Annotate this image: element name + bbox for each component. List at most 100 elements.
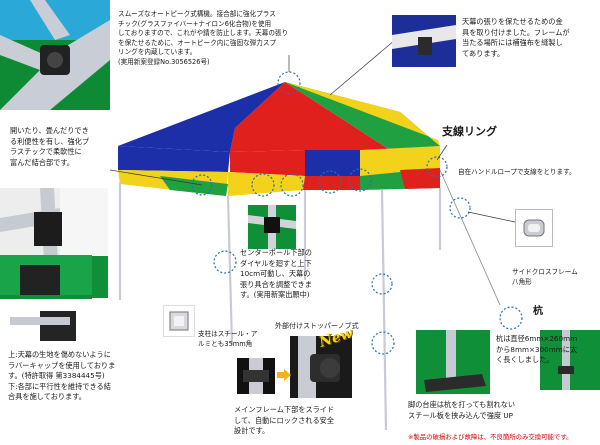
photo-bracket-image bbox=[392, 15, 456, 67]
desc-stake-line: く長くしました。 bbox=[496, 355, 554, 364]
desc-side-cross-line: サイドクロスフレーム bbox=[512, 268, 578, 276]
desc-cap-line: 下:各部に平行性を維持できる結 bbox=[8, 381, 111, 391]
callout-circle-ring bbox=[426, 156, 448, 178]
desc-frame-line: 支柱はスチール・ア bbox=[198, 330, 258, 338]
desc-cap-line: 上:天幕の生地を傷めないように bbox=[8, 350, 111, 359]
callout-circle-stopper bbox=[371, 273, 393, 295]
desc-cap-line: ラバーキャップを使用しておりま bbox=[8, 360, 116, 370]
photo-stopper-before-image bbox=[237, 358, 275, 394]
desc-bracket-line: てあります。 bbox=[462, 48, 505, 58]
desc-center-pole-line: す。(実用新案出願中) bbox=[240, 290, 310, 299]
desc-leg-line: スチール板を挟み込んで強度 UP bbox=[408, 410, 513, 420]
desc-joint-line: 開いたり、畳んだりでき bbox=[10, 126, 89, 135]
callout-circle-stake bbox=[499, 306, 523, 330]
photo-side-cross-frame bbox=[515, 209, 553, 247]
photo-frame-section-image bbox=[164, 306, 194, 336]
callout-lines bbox=[109, 39, 516, 223]
callout-line-left-joint bbox=[109, 169, 203, 186]
callout-circles bbox=[191, 71, 523, 355]
desc-cap-line: 合具を施しております。 bbox=[8, 392, 86, 401]
desc-stopper-line: メインフレーム下部をスライド bbox=[234, 405, 335, 414]
canopy-panel-red bbox=[230, 82, 390, 152]
photo-cap bbox=[0, 255, 92, 347]
desc-autopeak-line: チック(グラスファイバー+ナイロン6化合物)を使用 bbox=[118, 19, 272, 28]
desc-center-pole: センターポール下部の ダイヤルを廻すと上下 10cm可動し、天幕の 張り具合を調… bbox=[240, 248, 350, 301]
valance-yellow-right bbox=[360, 146, 440, 176]
valance-red-right bbox=[303, 176, 360, 190]
callout-line-bracket bbox=[329, 39, 396, 96]
desc-stopper: メインフレーム下部をスライド して、自動にロックされる安全 設計です。 bbox=[234, 405, 374, 437]
canopy-panel-blue-left bbox=[118, 82, 285, 152]
desc-bracket: 天幕の張りを保たせるための金 具を取り付けました。フレームが 当たる場所には補強… bbox=[462, 17, 598, 59]
label-stopper: 外部付けストッパーノブ式 bbox=[275, 322, 359, 330]
desc-center-pole-line: ダイヤルを廻すと上下 bbox=[240, 258, 312, 268]
callout-circle-joint-left bbox=[191, 174, 213, 196]
desc-stopper-line: して、自動にロックされる安全 bbox=[234, 415, 335, 425]
desc-autopeak-line: しておりますので、これがや錆を防止します。天幕の張り bbox=[118, 29, 289, 38]
desc-bracket-line: 具を取り付けました。フレームが bbox=[462, 27, 570, 37]
desc-hand-rope: 自在ハンドルロープで支線をとります。 bbox=[458, 168, 576, 176]
desc-joint-line: ラスチックで柔軟性に bbox=[10, 147, 82, 156]
desc-autopeak-line: スムーズなオートピーク式構機。接合部に強化プラス bbox=[118, 10, 276, 18]
desc-autopeak-line: リングを内蔵しています。 bbox=[118, 48, 197, 57]
desc-bracket-line: 天幕の張りを保たせるための金 bbox=[462, 17, 563, 26]
valance-blue bbox=[118, 146, 230, 172]
desc-cap: 上:天幕の生地を傷めないように ラバーキャップを使用しておりま す。(特許取得 … bbox=[8, 350, 188, 403]
photo-stopper-after-image bbox=[290, 336, 352, 398]
pole-front-right bbox=[380, 189, 388, 431]
photo-autopeak bbox=[0, 0, 110, 110]
desc-bracket-line: 当たる場所には補強布を縫製し bbox=[462, 38, 563, 47]
photo-autopeak-image bbox=[0, 0, 110, 110]
label-support-ring: 支線リング bbox=[442, 125, 497, 138]
callout-circle-leg bbox=[371, 331, 395, 355]
callout-circle-joint-mid3 bbox=[318, 170, 342, 194]
callout-circle-pole-dial bbox=[213, 250, 237, 274]
tent-poles bbox=[118, 182, 442, 431]
pole-front-left bbox=[226, 195, 234, 346]
photo-center-joint bbox=[248, 205, 296, 249]
photo-stopper-after bbox=[290, 336, 352, 398]
photo-leg-base bbox=[416, 330, 490, 394]
desc-stake-line: 杭は直径6mm×260mm bbox=[496, 334, 578, 343]
arrow-right-icon bbox=[277, 369, 291, 381]
callout-line-cross bbox=[467, 211, 516, 223]
desc-joint-line: る利便性を有し、強化プ bbox=[10, 136, 90, 146]
desc-frame-line: ルミとも35mm角 bbox=[198, 339, 253, 348]
valance-red-far-right bbox=[400, 168, 440, 189]
desc-center-pole-line: 10cm可動し、天幕の bbox=[240, 269, 311, 278]
photo-side-cross-frame-image bbox=[516, 210, 552, 246]
desc-autopeak-line: を保たせるために、オートピーク内に強固な弾力スプ bbox=[118, 38, 277, 47]
valance-red-mid bbox=[230, 150, 305, 176]
canopy bbox=[118, 82, 440, 196]
desc-joint-line: 富んだ結合部です。 bbox=[10, 157, 74, 167]
valance-blue-mid bbox=[305, 150, 360, 176]
callout-circle-rope bbox=[449, 197, 471, 219]
desc-frame: 支柱はスチール・ア ルミとも35mm角 bbox=[198, 330, 258, 349]
photo-leg-base-image bbox=[416, 330, 490, 394]
desc-autopeak-line: (実用新案登録No.3056526号) bbox=[118, 57, 210, 66]
callout-circle-peak bbox=[277, 71, 301, 95]
photo-frame-section bbox=[163, 305, 195, 337]
photo-bracket bbox=[392, 15, 456, 67]
valance-yellow-mid bbox=[228, 172, 305, 196]
desc-joint: 開いたり、畳んだりでき る利便性を有し、強化プ ラスチックで柔軟性に 富んだ結合… bbox=[10, 126, 108, 168]
photo-stake-image bbox=[540, 330, 600, 390]
label-stake: 杭 bbox=[533, 306, 543, 317]
callout-line-ring bbox=[436, 144, 448, 161]
desc-stake: 杭は直径6mm×260mm から8mm×300mmに太 く長くしました。 bbox=[496, 334, 600, 366]
desc-side-cross-line: 八角形 bbox=[512, 277, 532, 286]
desc-stopper-line: 設計です。 bbox=[234, 426, 270, 435]
photo-cap-image bbox=[0, 255, 92, 347]
desc-autopeak: スムーズなオートピーク式構機。接合部に強化プラス チック(グラスファイバー+ナイ… bbox=[118, 10, 300, 68]
photo-stake bbox=[540, 330, 600, 390]
callout-circle-joint-mid4 bbox=[348, 168, 372, 192]
desc-side-cross: サイドクロスフレーム 八角形 bbox=[512, 268, 600, 287]
callout-circle-joint-mid2 bbox=[280, 173, 304, 197]
desc-leg: 脚の台座は杭を打っても割れない スチール板を挟み込んで強度 UP bbox=[408, 400, 558, 421]
desc-center-pole-line: センターポール下部の bbox=[240, 248, 312, 257]
canopy-panel-green-right bbox=[285, 82, 440, 150]
callout-circle-joint-mid1 bbox=[251, 173, 275, 197]
photo-stopper-before bbox=[237, 358, 275, 394]
desc-center-pole-line: 張り具合を調整できま bbox=[240, 279, 312, 289]
